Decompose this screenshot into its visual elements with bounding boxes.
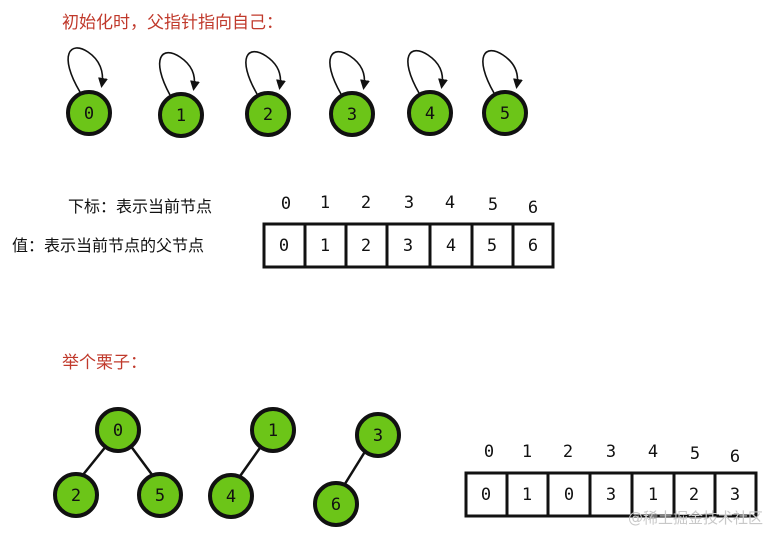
tree-edge [128,444,155,477]
section-title-example: 举个栗子： [62,353,147,373]
node-label: 2 [263,105,273,125]
node-label: 0 [113,421,123,441]
array1-cells: 0 1 2 3 4 5 6 [262,222,555,269]
array-index: 4 [445,193,455,213]
node-circle [66,90,112,136]
self-loop-arrow [407,49,448,94]
array-value: 6 [528,236,538,256]
array-cell [588,471,634,518]
array-value: 3 [403,236,413,256]
node-label: 5 [500,104,510,124]
array-index: 5 [690,444,700,464]
array-index: 3 [404,193,414,213]
array-cell [511,222,555,269]
array-value: 2 [689,485,699,505]
array-index: 0 [484,442,494,462]
array-index: 2 [563,442,573,462]
section-title-init: 初始化时，父指针指向自己： [62,13,283,33]
value-row-label: 值：表示当前节点的父节点 [12,236,204,255]
array-value: 4 [446,236,456,256]
node-label: 4 [425,104,435,124]
node-circle [329,91,375,137]
array-value: 3 [606,485,616,505]
node-circle [245,91,291,137]
tree-1: 1 4 [208,407,296,519]
array-index: 1 [320,193,330,213]
array-cell [385,222,432,269]
array-value: 0 [481,485,491,505]
node-circle [482,90,528,136]
array-index: 5 [488,195,498,215]
array-index: 3 [606,442,616,462]
init-node-group-2: 2 [245,50,291,137]
tree-child-node [53,472,99,518]
array-value: 3 [730,485,740,505]
tree-child-node [137,472,183,518]
array-index: 0 [281,194,291,214]
array-value: 1 [522,485,532,505]
array-value: 0 [564,485,574,505]
tree-child-node [208,473,254,519]
self-loop-arrow [329,50,370,95]
node-label: 3 [347,105,357,125]
array-value: 5 [487,236,497,256]
tree-0: 0 2 5 [53,407,183,518]
init-node-group-4: 4 [407,49,453,136]
node-label: 2 [71,486,81,506]
node-label: 4 [226,487,236,507]
array-cell [546,471,592,518]
tree-root-node [355,412,401,458]
self-loop-arrow [482,49,523,94]
array-value: 1 [648,485,658,505]
tree-edge [341,449,368,488]
tree-root-node [250,407,296,453]
self-loop-arrow [67,47,108,93]
node-label: 3 [373,426,383,446]
tree-edge [236,444,264,480]
node-circle [407,90,453,136]
node-label: 1 [176,106,186,126]
array1-indices: 0 1 2 3 4 5 6 [281,193,538,218]
array-index: 6 [730,447,740,467]
node-circle [158,92,204,138]
array-index: 4 [648,442,658,462]
node-label: 6 [331,495,341,515]
array-value: 2 [361,236,371,256]
array-value: 1 [320,236,330,256]
tree-edge [81,444,108,477]
tree-root-node [95,407,141,453]
array-cell [464,471,509,518]
array-cell [630,471,676,518]
init-node-group-0: 0 [66,47,112,136]
tree-child-node [313,481,359,527]
tree-2: 3 6 [313,412,401,527]
init-node-group-3: 3 [329,50,375,137]
array-cell [303,222,348,269]
self-loop-arrow [245,50,286,95]
init-node-group-5: 5 [482,49,528,136]
init-node-group-1: 1 [158,51,204,138]
array-index: 2 [361,193,371,213]
array-cell [713,471,758,518]
index-row-label: 下标：表示当前节点 [68,197,212,216]
self-loop-arrow [158,51,200,96]
node-label: 5 [155,486,165,506]
array2-cells: 0 1 0 3 1 2 3 [464,471,758,518]
node-label: 1 [268,421,278,441]
array-value: 0 [279,236,289,256]
array-index: 6 [528,198,538,218]
watermark: @稀土掘金技术社区 [628,509,763,527]
array2-indices: 0 1 2 3 4 5 6 [484,442,740,467]
array-index: 1 [522,442,532,462]
node-label: 0 [84,104,94,124]
